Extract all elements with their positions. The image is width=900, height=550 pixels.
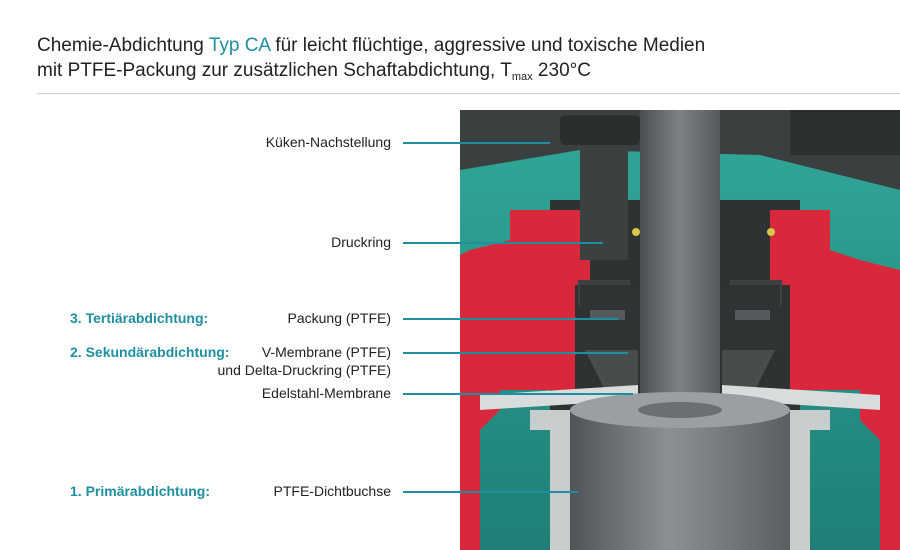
leader-edelstahl <box>403 393 633 395</box>
label-edelstahl-membrane: Edelstahl-Membrane <box>261 385 391 401</box>
title-line-1: Chemie-Abdichtung Typ CA für leicht flüc… <box>37 35 706 56</box>
label-v-membrane: V-Membrane (PTFE) <box>261 344 391 360</box>
label-delta-druckring: und Delta-Druckring (PTFE) <box>217 362 392 378</box>
adjustment-screw-shank <box>580 145 628 260</box>
title-line-2: mit PTFE-Packung zur zusätzlichen Schaft… <box>37 60 591 83</box>
label-druckring: Druckring <box>331 234 391 250</box>
adjustment-screw-head <box>560 115 640 145</box>
stainless-membrane-left <box>480 385 638 410</box>
label-kueken-nachstellung: Küken-Nachstellung <box>265 134 391 150</box>
leader-dichtbuchse <box>403 491 578 493</box>
figure-title: Chemie-Abdichtung Typ CA für leicht flüc… <box>37 33 705 90</box>
label-ptfe-dichtbuchse: PTFE-Dichtbuchse <box>273 483 391 499</box>
type-ca-highlight: Typ CA <box>208 35 271 56</box>
leader-packung <box>403 318 618 320</box>
stage-primary: 1. Primärabdichtung: <box>70 483 211 499</box>
stage-tertiary: 3. Tertiärabdichtung: <box>70 310 209 326</box>
red-housing-left <box>460 210 590 550</box>
stainless-membrane-right <box>722 385 880 410</box>
ptfe-bushing <box>570 410 790 550</box>
label-packung: Packung (PTFE) <box>287 310 391 326</box>
valve-cutaway-illustration <box>460 110 900 550</box>
leader-kueken <box>403 142 550 144</box>
title-divider <box>37 93 900 94</box>
stage-secondary: 2. Sekundärabdichtung: <box>70 344 230 360</box>
leader-druckring <box>403 242 603 244</box>
red-housing-right <box>770 210 900 550</box>
leader-v-membrane <box>403 352 628 354</box>
